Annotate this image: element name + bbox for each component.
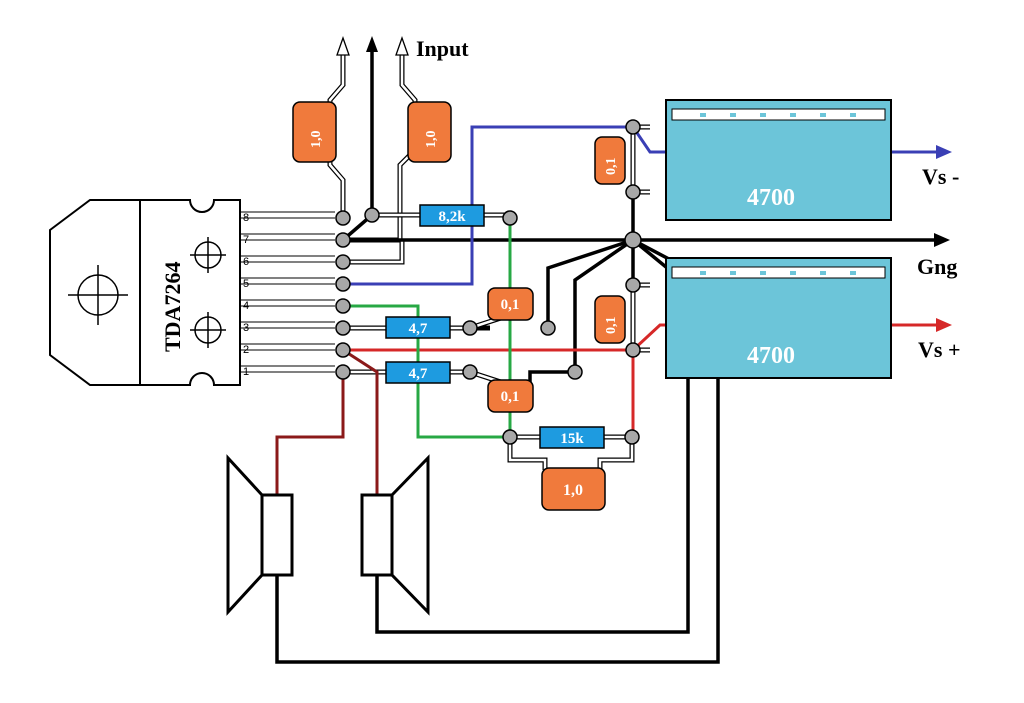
elec-cap-top-value: 4700 [747,185,795,211]
resistor-15k: 15k [539,426,605,449]
resistor-4-7-top: 4,7 [385,316,451,339]
pin-number: 1 [243,366,249,378]
chip-name: TDA7264 [160,262,185,352]
chip-pins [240,211,335,373]
chip-package: TDA7264 [49,199,241,386]
cap-input-right: 1,0 [407,101,452,163]
speaker-right-icon [360,454,430,616]
cap-0-1-vs-plus: 0,1 [594,295,626,344]
pin-number: 3 [243,322,249,334]
cap-input-left: 1,0 [292,101,337,163]
vs-plus-label: Vs + [918,337,961,362]
speaker-wires [275,348,379,495]
cap-0-1-vs-minus: 0,1 [594,136,626,185]
cap-1-0-bottom: 1,0 [541,467,606,511]
pin-number: 2 [243,344,249,356]
resistor-4-7-bottom: 4,7 [385,361,451,384]
speaker-left-icon [226,454,294,616]
resistor-15k-value: 15k [560,431,584,447]
elec-cap-bottom-value: 4700 [747,343,795,369]
cap-input-right-value: 1,0 [424,131,439,149]
gnd-label: Gng [917,254,957,279]
junction-nodes [335,119,642,445]
pin-number: 5 [243,278,249,290]
pin-number: 7 [243,234,249,246]
input-label: Input [416,36,469,61]
cap-input-left-value: 1,0 [309,131,324,149]
cap-0-1-bottom: 0,1 [487,379,534,413]
cap-1-0-bottom-value: 1,0 [563,482,583,499]
pin-numbers: 8 7 6 5 4 3 2 1 [243,212,249,378]
cap-0-1-top: 0,1 [487,287,534,321]
resistor-4-7-bottom-value: 4,7 [409,366,428,382]
pin-number: 4 [243,300,249,312]
resistor-8-2k-value: 8,2k [438,209,466,225]
elec-cap-bottom: 4700 [665,257,892,379]
resistor-4-7-top-value: 4,7 [409,321,428,337]
pin-number: 6 [243,256,249,268]
cap-0-1-vs-minus-value: 0,1 [604,158,619,176]
pin-number: 8 [243,212,249,224]
cap-0-1-bottom-value: 0,1 [501,389,520,405]
vs-minus-label: Vs - [922,164,959,189]
cap-0-1-vs-plus-value: 0,1 [604,317,619,335]
cap-0-1-top-value: 0,1 [501,297,520,313]
elec-cap-top: 4700 [665,99,892,221]
resistor-8-2k: 8,2k [419,204,485,227]
